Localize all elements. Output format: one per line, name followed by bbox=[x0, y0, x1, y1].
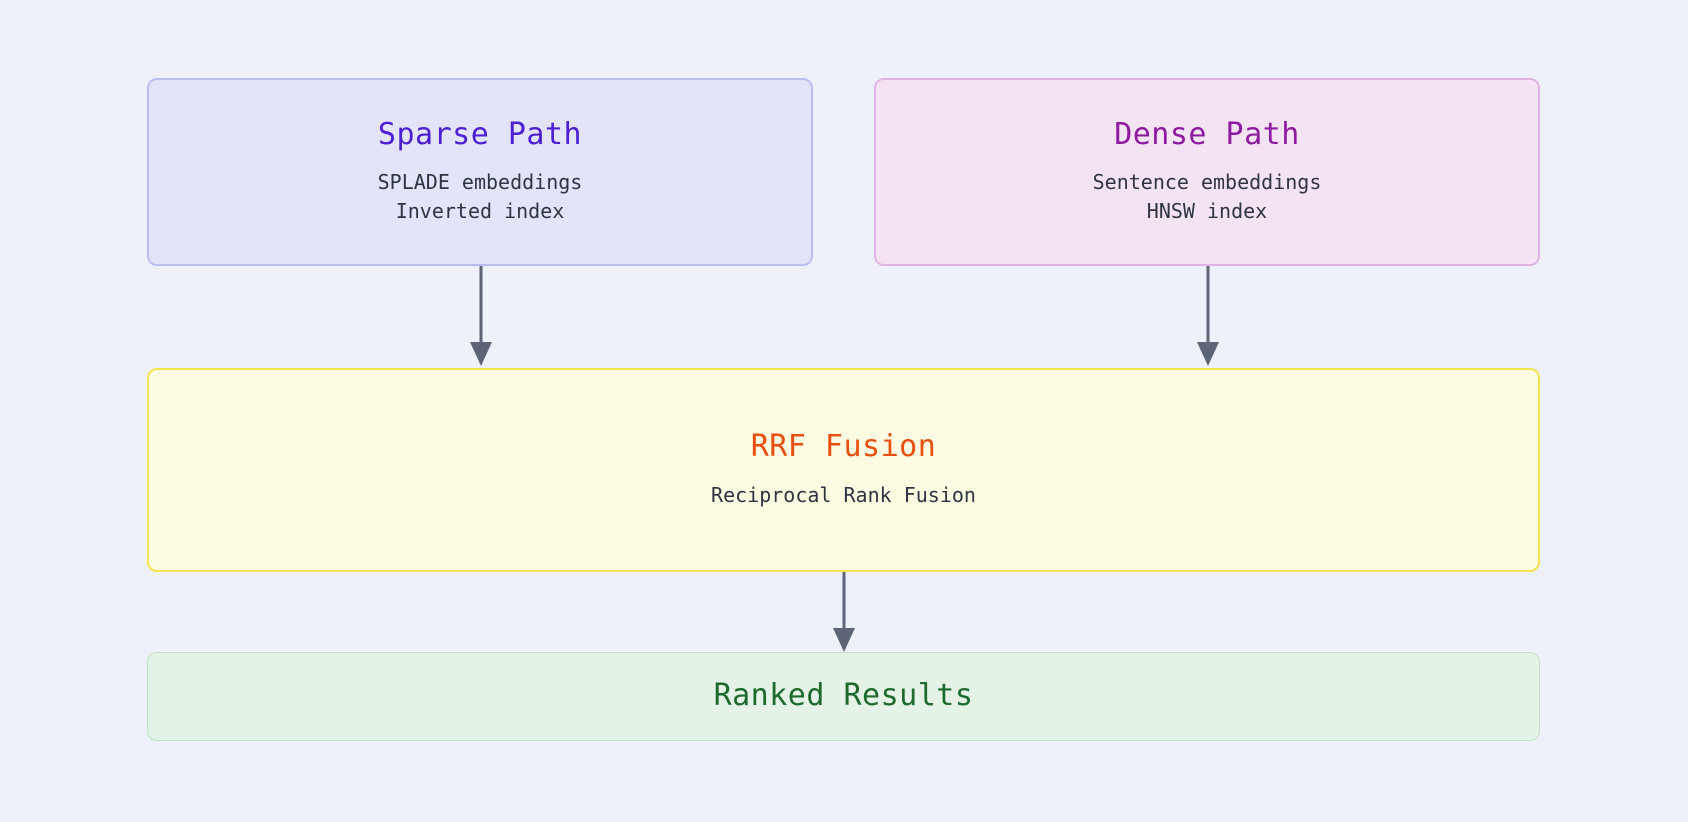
node-rrf-fusion[interactable]: RRF Fusion Reciprocal Rank Fusion bbox=[147, 368, 1540, 572]
edge-rrf-to-ranked-arrow-icon bbox=[833, 572, 855, 652]
node-ranked-results-title: Ranked Results bbox=[713, 678, 974, 714]
node-sparse-path-title: Sparse Path bbox=[377, 116, 583, 152]
edge-dense-to-rrf-arrow-icon bbox=[1197, 266, 1219, 366]
node-sparse-path-subtitle: SPLADE embeddings Inverted index bbox=[377, 170, 583, 224]
node-sparse-path[interactable]: Sparse Path SPLADE embeddings Inverted i… bbox=[147, 78, 813, 266]
node-dense-path[interactable]: Dense Path Sentence embeddings HNSW inde… bbox=[874, 78, 1540, 266]
node-ranked-results[interactable]: Ranked Results bbox=[147, 652, 1540, 741]
node-dense-path-subtitle: Sentence embeddings HNSW index bbox=[1092, 170, 1322, 224]
node-rrf-fusion-subtitle: Reciprocal Rank Fusion bbox=[711, 482, 976, 507]
node-rrf-fusion-title: RRF Fusion bbox=[750, 429, 937, 465]
node-dense-path-title: Dense Path bbox=[1114, 116, 1300, 152]
edge-sparse-to-rrf-arrow-icon bbox=[470, 266, 492, 366]
